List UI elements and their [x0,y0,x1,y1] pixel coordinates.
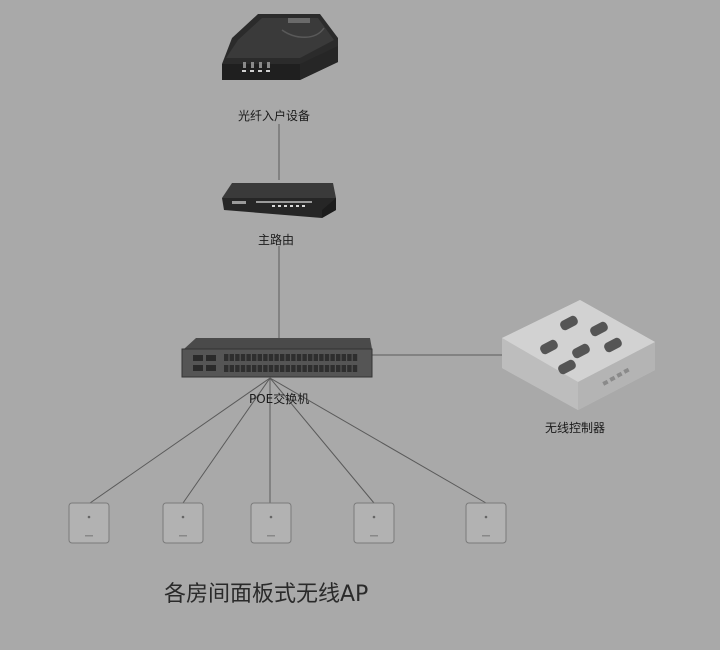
poe-switch-icon [181,338,373,378]
panel-ap-icon [162,502,204,544]
switch-port [352,365,358,372]
switch-port [263,365,268,372]
switch-port [229,354,234,361]
switch-port [240,365,246,372]
switch-port [319,365,324,372]
access-points [68,502,507,544]
switch-port [280,365,285,372]
link-switch-ap-4 [269,377,375,504]
switch-port [252,354,257,361]
wireless-controller-label: 无线控制器 [545,421,606,435]
switch-port [291,354,296,361]
switch-port [246,365,251,372]
link-switch-ap-2 [182,377,271,504]
panel-ap-icon [353,502,395,544]
poe-switch-label: POE交换机 [249,392,310,406]
switch-port [285,354,290,361]
router-icon [222,183,336,218]
switch-port [263,354,268,361]
panel-ap-icon [68,502,110,544]
panel-ap-icon [465,502,507,544]
switch-port [319,354,324,361]
switch-port [235,365,240,372]
switch-port [268,365,274,372]
link-switch-ap-5 [269,377,487,504]
switch-port [229,365,234,372]
switch-port [347,365,352,372]
switch-port [308,354,313,361]
switch-port [336,354,341,361]
switch-port [330,354,335,361]
switch-port [341,365,346,372]
panel-ap-icon [250,502,292,544]
switch-port [268,354,274,361]
switch-port [347,354,352,361]
switch-port [324,354,330,361]
switch-port [280,354,285,361]
switch-port [257,365,262,372]
switch-port [240,354,246,361]
switch-port [285,365,290,372]
switch-port [302,365,307,372]
switch-port [330,365,335,372]
wireless-controller-icon [502,300,655,410]
connection-lines [89,124,502,504]
access-points-caption: 各房间面板式无线AP [164,582,369,607]
switch-port [296,354,302,361]
switch-port [313,365,318,372]
switch-port [296,365,302,372]
fiber-modem-icon [222,14,338,80]
fiber-device-label: 光纤入户设备 [238,109,311,123]
link-switch-ap-1 [89,377,271,504]
switch-port [257,354,262,361]
main-router-label: 主路由 [258,233,295,247]
switch-port [352,354,358,361]
switch-port [246,354,251,361]
switch-port [235,354,240,361]
switch-port [252,365,257,372]
switch-port [313,354,318,361]
switch-port [274,365,279,372]
switch-port [302,354,307,361]
switch-port [308,365,313,372]
switch-port [224,365,229,372]
switch-port [224,354,229,361]
switch-port [274,354,279,361]
switch-port [291,365,296,372]
switch-port [324,365,330,372]
switch-port [341,354,346,361]
switch-port [336,365,341,372]
